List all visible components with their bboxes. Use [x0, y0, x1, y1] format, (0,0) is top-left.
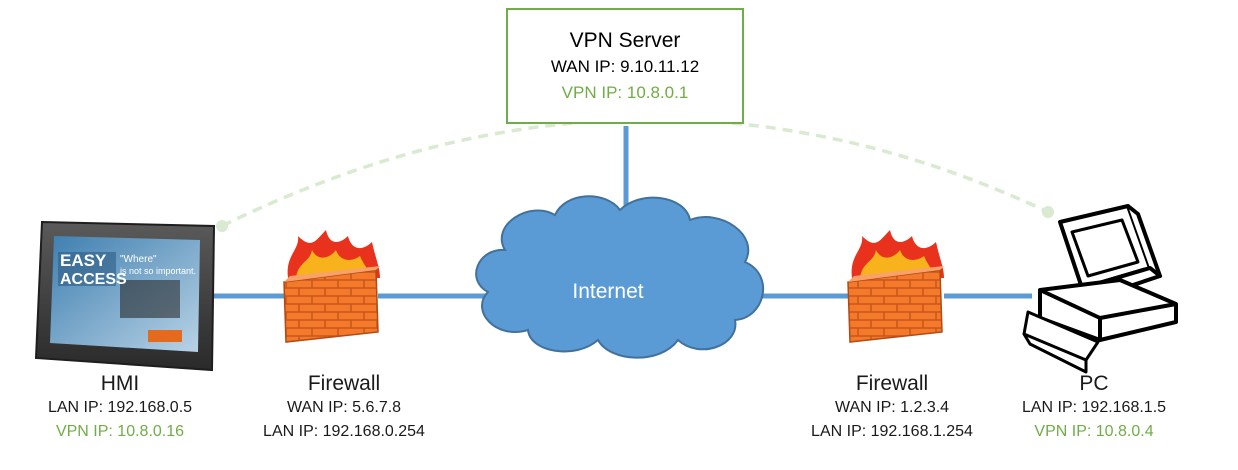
firewall-left-label-group: Firewall WAN IP: 5.6.7.8 LAN IP: 192.168…	[234, 372, 454, 444]
firewall-left-title: Firewall	[307, 372, 381, 395]
pc-label-group: PC LAN IP: 192.168.1.5 VPN IP: 10.8.0.4	[994, 372, 1194, 444]
hmi-screen-brand-line2: ACCESS	[60, 271, 127, 288]
hmi-screen-brand-line1: EASY	[60, 251, 107, 270]
hmi-lan-ip: LAN IP: 192.168.0.5	[47, 399, 193, 416]
pc-vpn-ip: VPN IP: 10.8.0.4	[1034, 423, 1154, 440]
vpn-server-vpn-ip: VPN IP: 10.8.0.1	[561, 83, 689, 102]
vpn-server-title: VPN Server	[569, 29, 681, 52]
internet-label: Internet	[572, 280, 644, 303]
pc-computer-icon	[1022, 204, 1178, 374]
vpn-tunnel-endpoint-pc	[1042, 206, 1054, 218]
internet-cloud-icon	[475, 195, 764, 359]
pc-title: PC	[1079, 372, 1109, 395]
vpn-server-box: VPN Server WAN IP: 9.10.11.12 VPN IP: 10…	[506, 8, 744, 124]
firewall-left-lan-ip: LAN IP: 192.168.0.254	[263, 423, 425, 440]
hmi-device-icon: EASY ACCESS "Where" is not so important.	[34, 220, 216, 372]
firewall-left-icon	[283, 230, 380, 343]
firewall-right-wan-ip: WAN IP: 1.2.3.4	[834, 399, 950, 416]
firewall-right-lan-ip: LAN IP: 192.168.1.254	[811, 423, 973, 440]
hmi-label-group: HMI LAN IP: 192.168.0.5 VPN IP: 10.8.0.1…	[20, 372, 220, 444]
firewall-left-wan-ip: WAN IP: 5.6.7.8	[286, 399, 402, 416]
firewall-right-icon	[847, 230, 944, 343]
firewall-right-label-group: Firewall WAN IP: 1.2.3.4 LAN IP: 192.168…	[782, 372, 1002, 444]
hmi-screen-where: "Where"	[120, 254, 157, 265]
pc-lan-ip: LAN IP: 192.168.1.5	[1021, 399, 1167, 416]
hmi-screen-tagline: is not so important.	[120, 266, 196, 276]
vpn-tunnel-endpoint-hmi	[216, 220, 228, 232]
hmi-vpn-ip: VPN IP: 10.8.0.16	[55, 423, 185, 440]
firewall-right-title: Firewall	[855, 372, 929, 395]
vpn-server-wan-ip: WAN IP: 9.10.11.12	[550, 57, 700, 76]
hmi-title: HMI	[100, 372, 140, 395]
